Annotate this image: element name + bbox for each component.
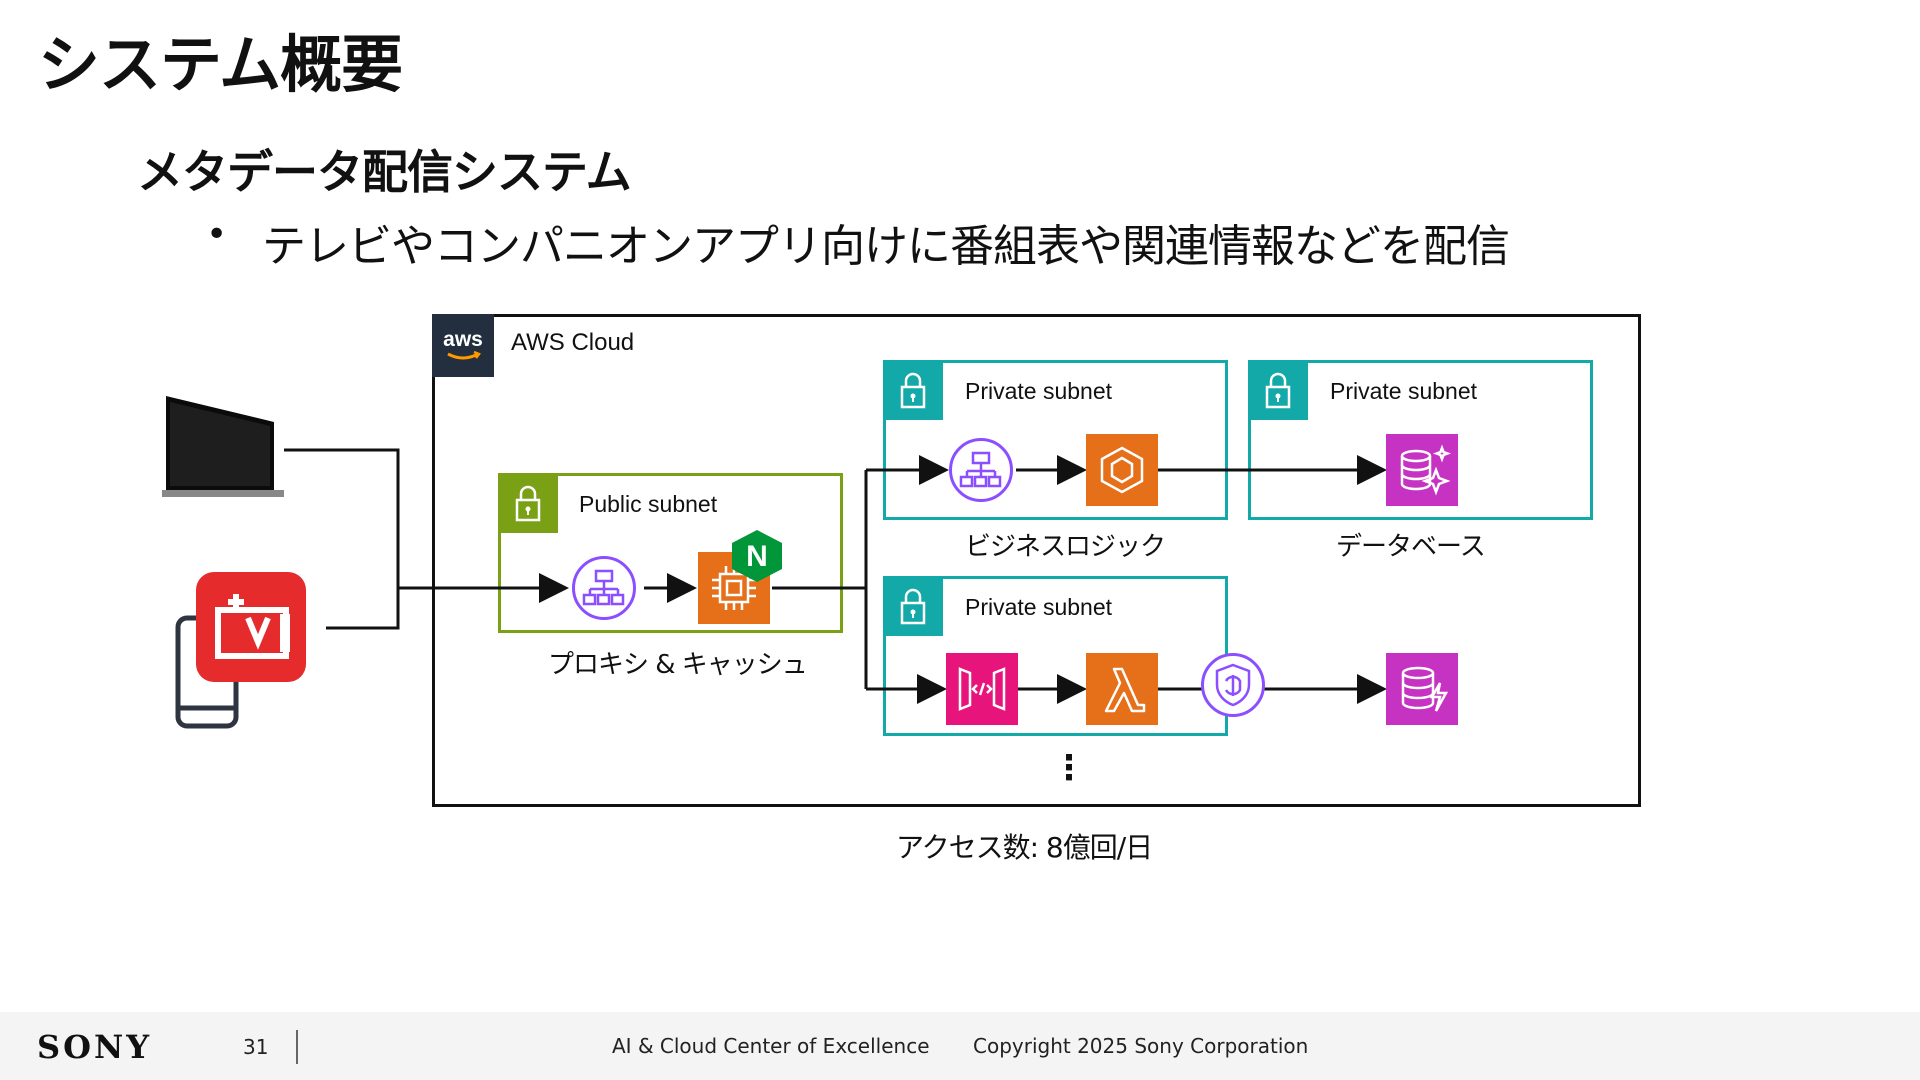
proxy-load-balancer-icon (572, 556, 636, 620)
nginx-letter: N (746, 540, 768, 573)
footer-copyright: Copyright 2025 Sony Corporation (973, 1034, 1309, 1058)
companion-app-icon (196, 572, 306, 686)
ecs-container-icon (1086, 434, 1158, 506)
tv-client-icon (160, 394, 286, 508)
public-subnet (498, 473, 843, 633)
section-title: メタデータ配信システム (137, 145, 632, 199)
footer-divider (296, 1030, 298, 1064)
page-title: システム概要 (38, 28, 403, 101)
page-number: 31 (243, 1035, 269, 1059)
business-caption: ビジネスロジック (965, 532, 1166, 562)
nginx-icon: N (730, 528, 784, 588)
lambda-icon (1086, 653, 1158, 725)
app-connector-line (326, 588, 400, 630)
continuation-dots: ⋮ (1052, 748, 1086, 788)
private-subnet-business-label: Private subnet (965, 378, 1113, 404)
database-caption: データベース (1336, 532, 1486, 562)
business-load-balancer-icon (949, 438, 1013, 502)
sony-logo: SONY (37, 1028, 153, 1066)
footer-bar (0, 1012, 1920, 1080)
proxy-caption: プロキシ & キャッシュ (548, 650, 808, 680)
private-subnet-business (883, 360, 1228, 520)
access-count-label: アクセス数: 8億回/日 (896, 831, 1153, 864)
private-subnet-serverless-label: Private subnet (965, 594, 1113, 620)
private-subnet-database-label: Private subnet (1330, 378, 1478, 404)
api-gateway-icon (946, 653, 1018, 725)
public-subnet-lock-icon (498, 473, 558, 533)
network-firewall-icon (1201, 653, 1265, 717)
aws-cloud-boundary (432, 314, 1641, 807)
bullet-text: テレビやコンパニオンアプリ向けに番組表や関連情報などを配信 (262, 221, 1510, 272)
database-icon (1386, 434, 1458, 506)
cloud-label: AWS Cloud (511, 329, 635, 356)
footer-organization: AI & Cloud Center of Excellence (612, 1034, 930, 1058)
aws-logo-icon: aws (432, 314, 494, 377)
private-subnet-serverless-lock-icon (883, 576, 943, 636)
public-subnet-label: Public subnet (579, 491, 718, 517)
aws-logo-text: aws (443, 328, 483, 351)
private-subnet-database-lock-icon (1248, 360, 1308, 420)
bullet-marker: • (206, 214, 228, 255)
dynamodb-icon (1386, 653, 1458, 725)
private-subnet-business-lock-icon (883, 360, 943, 420)
tv-connector-line (284, 448, 400, 588)
private-subnet-database (1248, 360, 1593, 520)
